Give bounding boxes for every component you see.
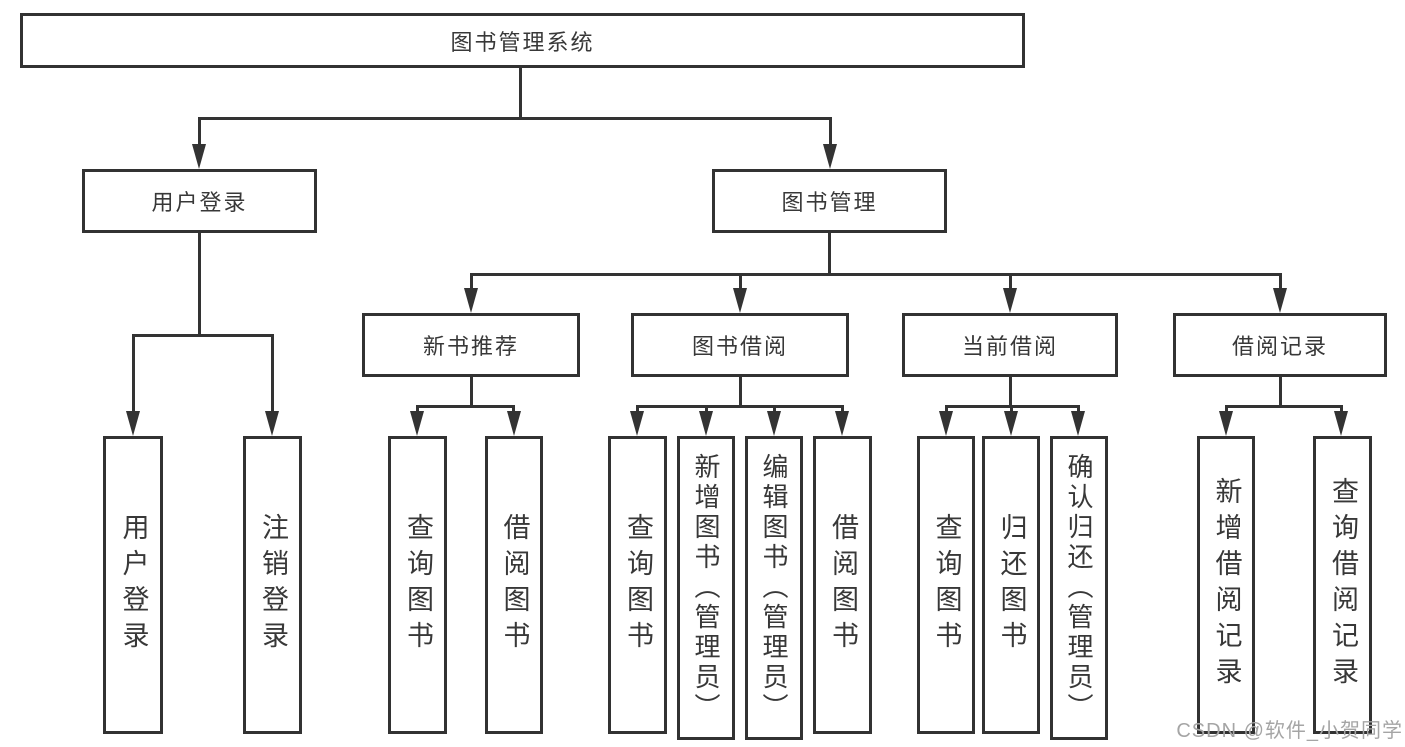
arrow-head-leaf-logout: [265, 411, 279, 436]
leaf-nb-borrow-books-label: 借阅图书: [499, 513, 530, 657]
leaf-cb-return-books: 归还图书: [982, 436, 1040, 734]
connector-new-books-stem: [470, 377, 473, 408]
arrow-shaft-cb-query: [945, 405, 948, 415]
leaf-nb-query-books-label: 查询图书: [403, 513, 433, 657]
arrow-head-bb-borrow: [835, 411, 849, 436]
connector-borrow-records-stem: [1279, 377, 1282, 408]
leaf-bb-edit-books-admin-label: 编辑图书（管理员）: [759, 453, 789, 723]
arrow-head-bb-query: [630, 411, 644, 436]
node-root: 图书管理系统: [20, 13, 1025, 68]
arrow-head-cb-query: [939, 411, 953, 436]
arrow-shaft-new-books: [470, 273, 473, 290]
leaf-nb-query-books: 查询图书: [388, 436, 447, 734]
arrow-shaft-nb-borrow: [512, 405, 515, 415]
arrow-shaft-current-borrow: [1009, 273, 1012, 290]
connector-root-stem: [519, 68, 522, 120]
arrow-shaft-borrow-records: [1279, 273, 1282, 290]
node-new-books: 新书推荐: [362, 313, 580, 377]
connector-borrow-records-branch: [1225, 405, 1343, 408]
arrow-head-nb-query: [410, 411, 424, 436]
leaf-nb-borrow-books: 借阅图书: [485, 436, 543, 734]
arrow-shaft-br-query: [1340, 405, 1343, 415]
arrow-shaft-cb-return: [1010, 405, 1013, 415]
leaf-user-login: 用户登录: [103, 436, 163, 734]
arrow-shaft-user-login: [198, 117, 201, 147]
arrow-shaft-br-add: [1225, 405, 1228, 415]
leaf-bb-edit-books-admin: 编辑图书（管理员）: [745, 436, 803, 740]
arrow-head-br-query: [1334, 411, 1348, 436]
arrow-shaft-book-borrow: [739, 273, 742, 290]
arrow-head-leaf-user-login: [126, 411, 140, 436]
arrow-head-current-borrow: [1003, 288, 1017, 313]
node-book-mgmt-label: 图书管理: [781, 190, 878, 215]
node-book-mgmt: 图书管理: [712, 169, 947, 233]
leaf-br-query-record: 查询借阅记录: [1313, 436, 1372, 734]
node-borrow-records: 借阅记录: [1173, 313, 1387, 377]
node-borrow-records-label: 借阅记录: [1231, 334, 1328, 359]
leaf-bb-query-books: 查询图书: [608, 436, 667, 734]
csdn-watermark: CSDN @软件_小贺同学: [1176, 720, 1403, 742]
node-book-borrow: 图书借阅: [631, 313, 849, 377]
arrow-shaft-leaf-logout: [271, 334, 274, 414]
leaf-bb-query-books-label: 查询图书: [623, 513, 653, 657]
connector-book-mgmt-stem: [828, 233, 831, 276]
arrow-head-book-mgmt: [823, 144, 837, 169]
node-book-borrow-label: 图书借阅: [691, 334, 788, 359]
arrow-head-user-login: [192, 144, 206, 169]
arrow-head-bb-edit: [767, 411, 781, 436]
leaf-bb-borrow-books: 借阅图书: [813, 436, 872, 734]
arrow-shaft-book-mgmt: [829, 117, 832, 147]
leaf-cb-confirm-return-admin: 确认归还（管理员）: [1050, 436, 1108, 740]
arrow-shaft-bb-query: [636, 405, 639, 415]
arrow-shaft-bb-edit: [773, 405, 776, 415]
arrow-shaft-bb-add: [705, 405, 708, 415]
leaf-cb-query-books-label: 查询图书: [931, 513, 962, 657]
arrow-head-cb-return: [1004, 411, 1018, 436]
arrow-shaft-leaf-user-login: [132, 334, 135, 414]
leaf-cb-return-books-label: 归还图书: [996, 513, 1027, 657]
connector-new-books-branch: [416, 405, 515, 408]
connector-level2-branch: [198, 117, 832, 120]
leaf-br-add-record: 新增借阅记录: [1197, 436, 1255, 734]
arrow-head-br-add: [1219, 411, 1233, 436]
arrow-head-borrow-records: [1273, 288, 1287, 313]
connector-user-login-branch: [132, 334, 274, 337]
leaf-user-login-label: 用户登录: [118, 513, 149, 657]
arrow-head-cb-confirm: [1071, 411, 1085, 436]
connector-book-borrow-stem: [739, 377, 742, 408]
leaf-logout-label: 注销登录: [258, 513, 288, 657]
arrow-shaft-bb-borrow: [841, 405, 844, 415]
arrow-head-bb-add: [699, 411, 713, 436]
leaf-br-add-record-label: 新增借阅记录: [1211, 477, 1242, 693]
leaf-bb-add-books-admin: 新增图书（管理员）: [677, 436, 735, 740]
leaf-logout: 注销登录: [243, 436, 302, 734]
leaf-cb-confirm-return-admin-label: 确认归还（管理员）: [1064, 453, 1094, 723]
connector-level3-branch: [470, 273, 1281, 276]
node-new-books-label: 新书推荐: [422, 334, 519, 359]
leaf-br-query-record-label: 查询借阅记录: [1328, 477, 1358, 693]
arrow-head-nb-borrow: [507, 411, 521, 436]
leaf-bb-borrow-books-label: 借阅图书: [828, 513, 858, 657]
arrow-shaft-nb-query: [416, 405, 419, 415]
leaf-cb-query-books: 查询图书: [917, 436, 975, 734]
node-current-borrow-label: 当前借阅: [961, 334, 1058, 359]
connector-current-borrow-stem: [1009, 377, 1012, 408]
node-root-label: 图书管理系统: [450, 29, 595, 55]
arrow-shaft-cb-confirm: [1077, 405, 1080, 415]
node-user-login: 用户登录: [82, 169, 317, 233]
arrow-head-new-books: [464, 288, 478, 313]
arrow-head-book-borrow: [733, 288, 747, 313]
node-current-borrow: 当前借阅: [902, 313, 1118, 377]
connector-book-borrow-branch: [636, 405, 843, 408]
leaf-bb-add-books-admin-label: 新增图书（管理员）: [691, 453, 721, 723]
connector-user-login-stem: [198, 233, 201, 337]
node-user-login-label: 用户登录: [151, 190, 248, 215]
